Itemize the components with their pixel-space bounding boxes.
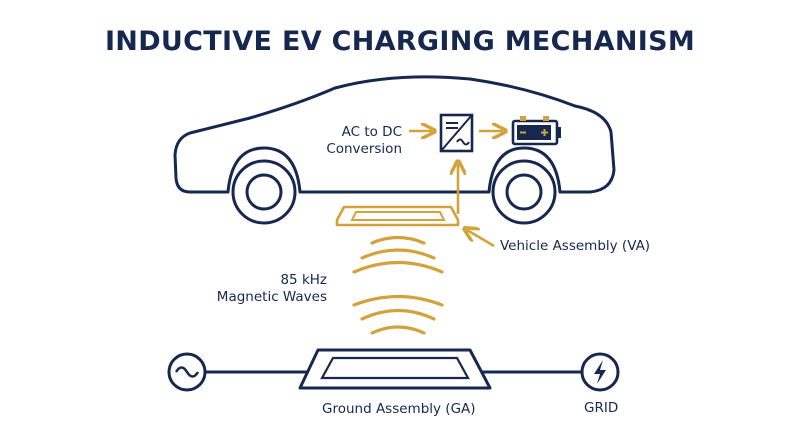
car-outline <box>173 75 616 194</box>
vehicle-assembly-label: Vehicle Assembly (VA) <box>500 238 651 254</box>
ac-dc-converter-icon <box>439 113 474 153</box>
ground-assembly-pad <box>298 348 492 390</box>
ac-sine-icon <box>167 352 207 392</box>
battery-icon <box>511 116 561 146</box>
lightning-bolt-icon <box>580 352 620 392</box>
conversion-label-line1: AC to DC <box>341 124 402 140</box>
conversion-label: AC to DC Conversion <box>300 124 402 158</box>
conversion-label-line2: Conversion <box>326 141 402 157</box>
waves-label-line2: Magnetic Waves <box>216 289 327 305</box>
rear-wheel <box>491 159 557 225</box>
front-wheel <box>231 159 297 225</box>
waves-label-line1: 85 kHz <box>280 272 327 288</box>
magnetic-waves <box>352 235 444 335</box>
vehicle-assembly-pad <box>335 205 460 227</box>
page-title: INDUCTIVE EV CHARGING MECHANISM <box>104 26 696 57</box>
ground-assembly-label: Ground Assembly (GA) <box>322 401 476 417</box>
va-label-arrow <box>467 230 495 248</box>
grid-label: GRID <box>584 400 619 416</box>
magnetic-waves-label: 85 kHz Magnetic Waves <box>205 272 327 306</box>
